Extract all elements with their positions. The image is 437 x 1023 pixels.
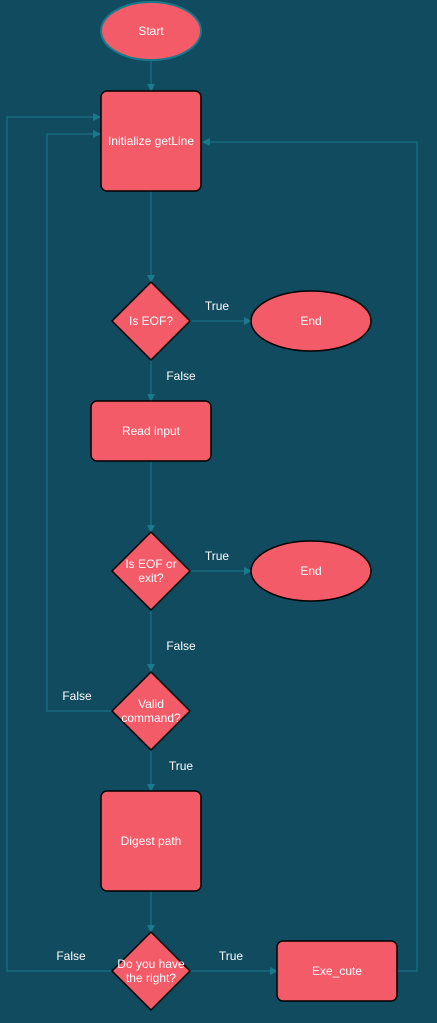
node-init[interactable]: Initialize getLine <box>100 90 202 192</box>
label-right-false: False <box>56 949 86 963</box>
node-end-2-label: End <box>300 564 321 578</box>
node-valid-label-1: Valid <box>138 697 164 711</box>
label-eof-exit-true: True <box>205 549 230 563</box>
label-eof-exit-false: False <box>166 639 196 653</box>
node-end-1-label: End <box>300 314 321 328</box>
node-is-eof[interactable]: Is EOF? <box>111 281 191 361</box>
node-start-label: Start <box>138 24 164 38</box>
label-right-true: True <box>219 949 244 963</box>
edge-execute-loop <box>202 138 418 972</box>
node-digest-path[interactable]: Digest path <box>100 790 202 892</box>
edge-right-false-loop <box>6 113 112 972</box>
node-is-eof-exit-label-1: Is EOF or <box>125 557 176 571</box>
label-valid-true: True <box>169 759 194 773</box>
node-digest-label: Digest path <box>121 834 182 848</box>
node-valid-command[interactable]: Valid command? <box>111 671 191 751</box>
edges <box>6 60 418 975</box>
node-have-right-label-1: Do you have <box>117 957 185 971</box>
label-valid-false: False <box>62 689 92 703</box>
node-is-eof-exit[interactable]: Is EOF or exit? <box>111 531 191 611</box>
node-init-label: Initialize getLine <box>108 134 194 148</box>
node-have-right[interactable]: Do you have the right? <box>111 931 191 1011</box>
node-start[interactable]: Start <box>100 1 202 61</box>
node-valid-label-2: command? <box>121 711 181 725</box>
node-have-right-label-2: the right? <box>126 971 176 985</box>
node-read-input[interactable]: Read input <box>90 400 212 462</box>
node-is-eof-exit-label-2: exit? <box>138 571 164 585</box>
label-eof-true: True <box>205 299 230 313</box>
node-execute[interactable]: Exe_cute <box>276 940 398 1002</box>
node-read-input-label: Read input <box>122 424 181 438</box>
edge-valid-false-loop <box>46 130 112 712</box>
label-eof-false: False <box>166 369 196 383</box>
node-is-eof-label: Is EOF? <box>129 314 173 328</box>
edge-labels: True False True False False True False T… <box>56 299 243 963</box>
node-end-1[interactable]: End <box>250 290 372 352</box>
node-execute-label: Exe_cute <box>312 964 362 978</box>
node-end-2[interactable]: End <box>250 540 372 602</box>
